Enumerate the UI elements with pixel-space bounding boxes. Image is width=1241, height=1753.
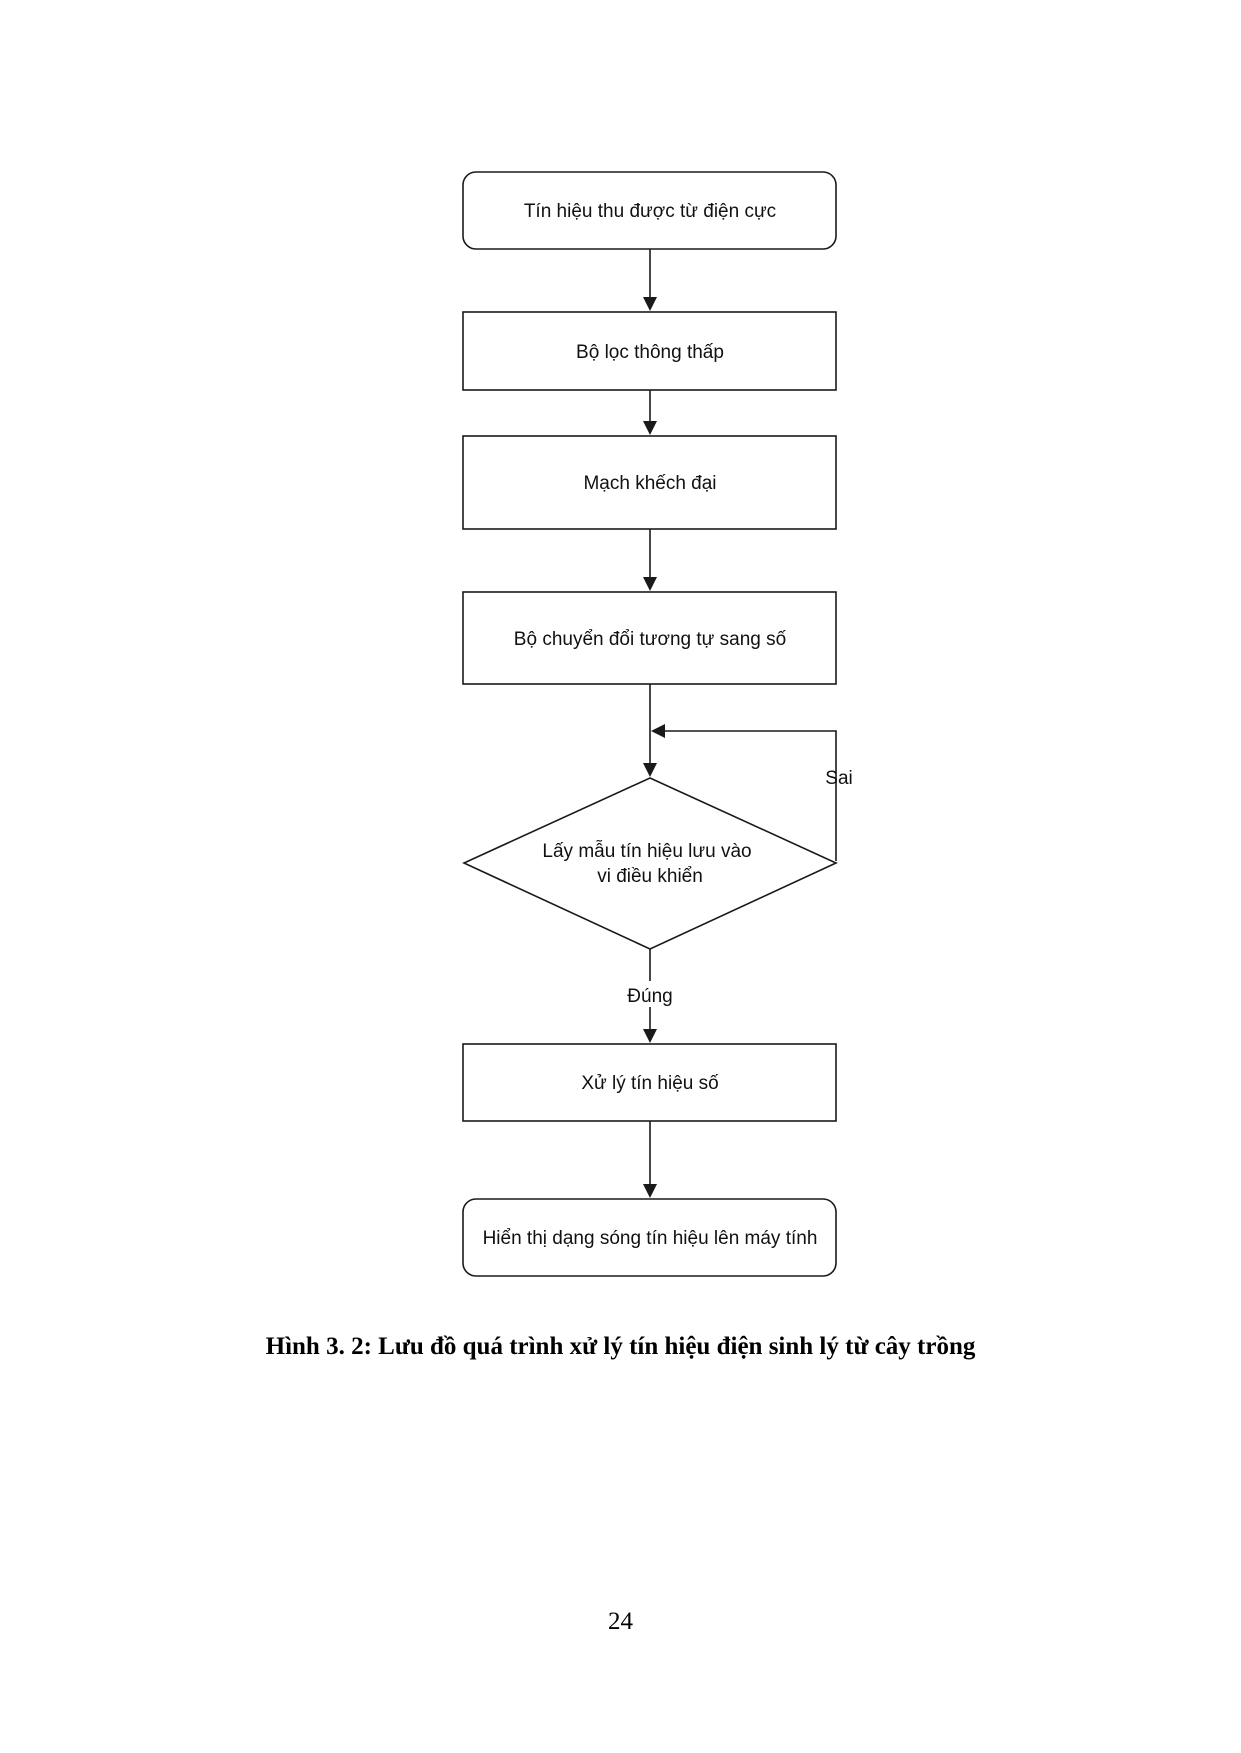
node-display-waveform-label: Hiển thị dạng sóng tín hiệu lên máy tính [483, 1228, 818, 1249]
node-adc-label: Bộ chuyển đổi tương tự sang số [514, 629, 787, 650]
node-amplifier-label: Mạch khếch đại [583, 473, 716, 494]
arrowhead-n3-n4 [643, 577, 657, 591]
node-low-pass-filter-label: Bộ lọc thông thấp [576, 342, 724, 363]
flowchart-edges [643, 249, 837, 1198]
node-digital-processing-label: Xử lý tín hiệu số [581, 1073, 719, 1094]
node-sampling-decision-label-line2: vi điều khiển [597, 866, 703, 887]
figure-caption: Hình 3. 2: Lưu đồ quá trình xử lý tín hi… [265, 1333, 976, 1360]
node-signal-source-label: Tín hiệu thu được từ điện cực [524, 201, 776, 222]
arrowhead-n6-n7 [643, 1184, 657, 1198]
node-sampling-decision-label-line1: Lấy mẫu tín hiệu lưu vào [542, 840, 751, 862]
edge-n5-loop [664, 730, 837, 861]
edge-label-no: Sai [825, 768, 852, 789]
node-sampling-decision: Lấy mẫu tín hiệu lưu vào vi điều khiển [462, 777, 838, 950]
edge-label-mask-yes [620, 981, 680, 1007]
node-low-pass-filter: Bộ lọc thông thấp [462, 311, 837, 391]
arrowhead-n5-loop [651, 724, 665, 738]
edge-label-yes: Đúng [627, 986, 672, 1007]
node-display-waveform: Hiển thị dạng sóng tín hiệu lên máy tính [462, 1198, 837, 1277]
node-signal-source: Tín hiệu thu được từ điện cực [462, 171, 837, 250]
node-amplifier: Mạch khếch đại [462, 435, 837, 530]
arrowhead-n2-n3 [643, 421, 657, 435]
node-adc: Bộ chuyển đổi tương tự sang số [462, 591, 837, 685]
arrowhead-n4-n5 [643, 763, 657, 777]
arrowhead-n1-n2 [643, 297, 657, 311]
node-digital-processing: Xử lý tín hiệu số [462, 1043, 837, 1122]
arrowhead-n5-n6 [643, 1029, 657, 1043]
page-number: 24 [608, 1608, 633, 1635]
